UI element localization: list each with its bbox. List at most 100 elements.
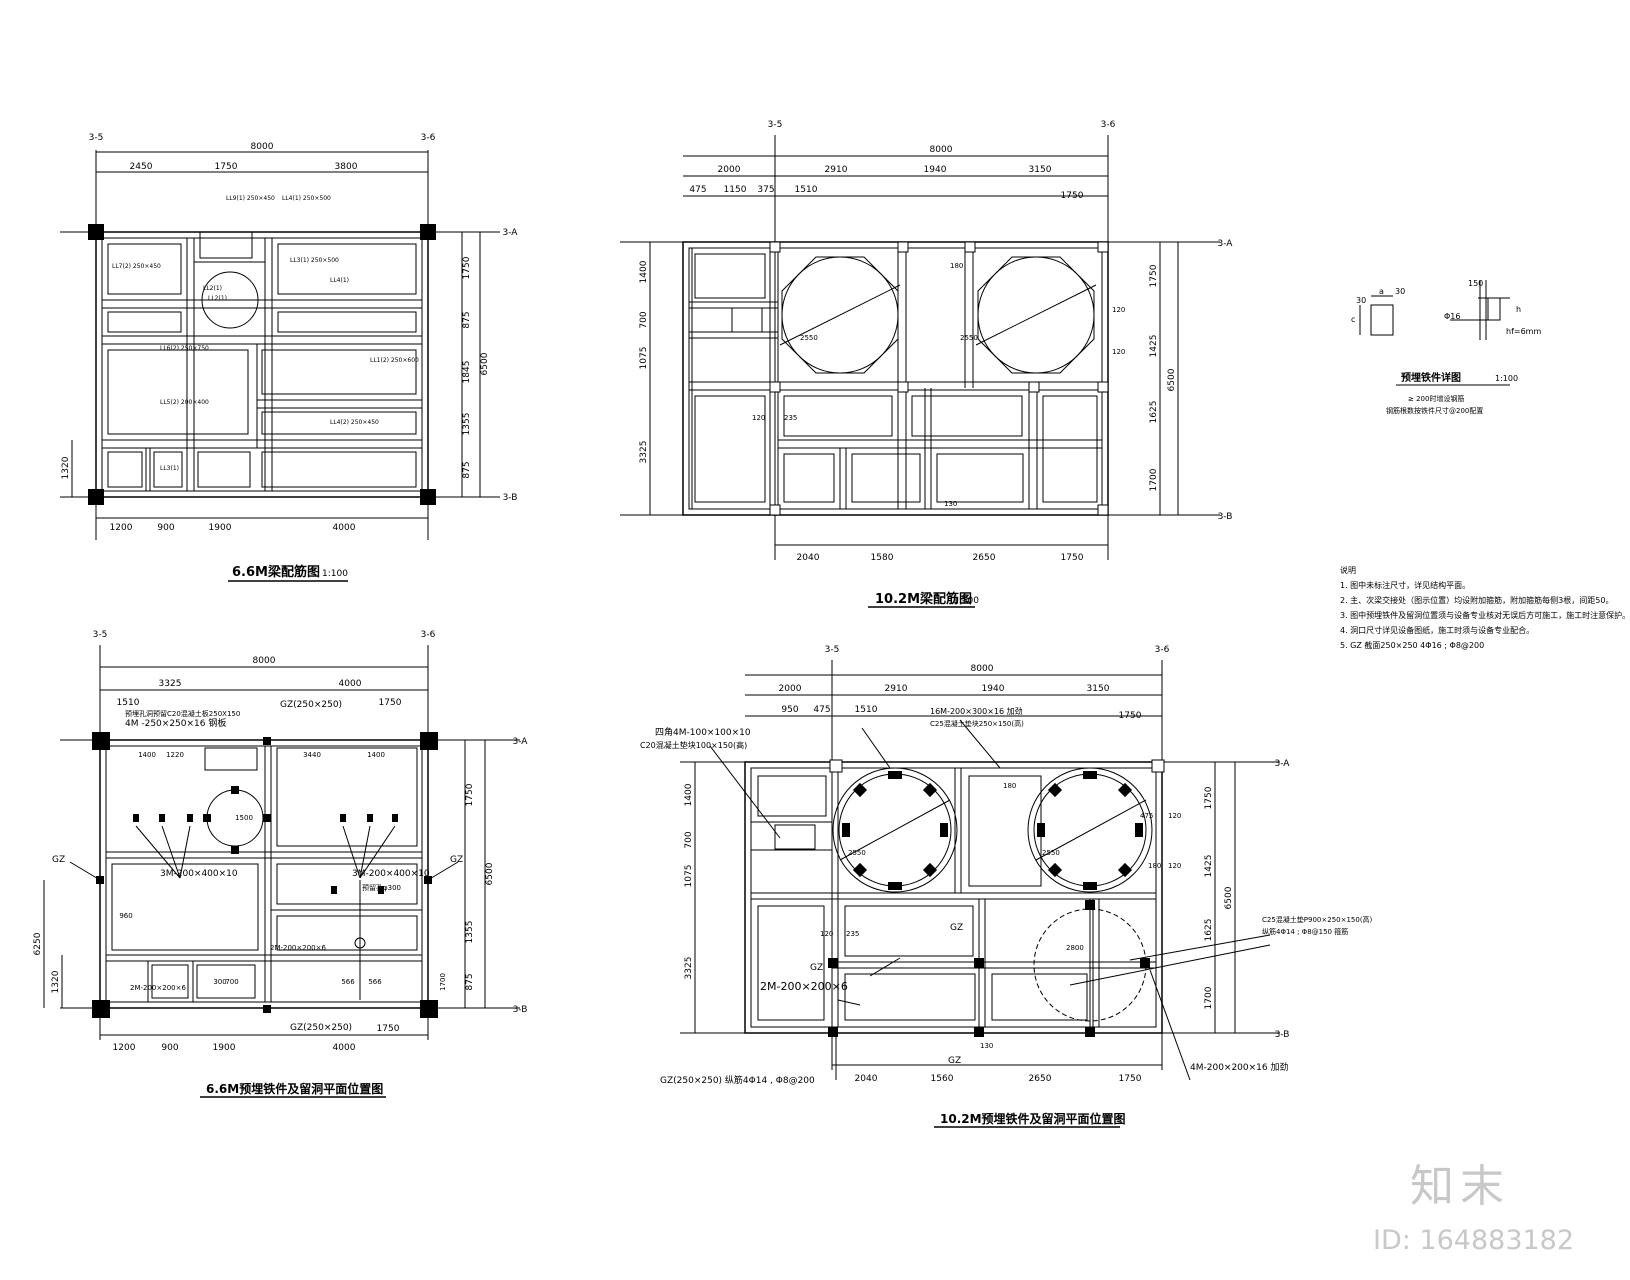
plan-b-top-dim: 2000 — [718, 165, 741, 175]
plan-c-labels: 4M -250×250×16 钢板 GZ(250×250) GZ GZ 3M-2… — [52, 700, 463, 1033]
plan-d-bottom-dim: 1750 — [1119, 1074, 1142, 1084]
plan-b-sub-dim: 1150 — [724, 185, 747, 195]
plan-a-right-dim: 1845 — [462, 361, 472, 384]
beam-label: LL6(2) 250×750 — [160, 345, 209, 352]
plan-b-left-dim: 3325 — [639, 441, 649, 464]
plan-b-grid-left: 3-5 — [768, 120, 783, 130]
plan-d-right-dim: 1425 — [1204, 855, 1214, 878]
plan-c-sub-dim: 1750 — [379, 698, 402, 708]
plan-d-top-dim: 2000 — [779, 684, 802, 694]
dim-label: 1400 — [138, 751, 156, 759]
plan-d-labels: 四角4M-100×100×10 C20混凝土垫块100×150(高) 16M-2… — [640, 706, 1373, 1086]
plan-d-overall-height: 6500 — [1224, 886, 1234, 909]
plan-b-sub-dim: 375 — [757, 185, 774, 195]
embed-label: C20混凝土垫块100×150(高) — [640, 740, 747, 750]
plan-d-overall-width: 8000 — [971, 664, 994, 674]
embed-label: 预留孔φ300 — [362, 883, 401, 892]
detail-dim: a — [1379, 287, 1384, 296]
beam-label: LL5(2) 200×400 — [160, 399, 209, 406]
note-item: 1. 图中未标注尺寸，详见结构平面。 — [1340, 581, 1471, 590]
plan-b-sub-dim: 1750 — [1061, 191, 1084, 201]
dim-label: 2800 — [1066, 944, 1084, 952]
plan-c-overall-width: 8000 — [253, 656, 276, 666]
plan-b-misc-dims: 120 235 180 130 2550 120 120 2550 — [752, 262, 1125, 508]
dim-label: 566 — [368, 978, 382, 986]
detail-dim: 150 — [1468, 279, 1483, 288]
embed-label: GZ — [52, 855, 65, 865]
embed-label: 3M-200×400×10 — [160, 869, 238, 879]
plan-a-right-dim: 875 — [462, 311, 472, 328]
plan-b-bottom-dim: 1580 — [871, 553, 894, 563]
plan-c-top-dim: 4000 — [339, 679, 362, 689]
detail-dim: 30 — [1395, 287, 1405, 296]
plan-b-right-dim: 1700 — [1149, 468, 1159, 491]
plan-c-left-dim: 6250 — [33, 932, 43, 955]
beam-label: LL9(1) 250×450 — [226, 195, 275, 202]
plan-c-right-dim: 1750 — [465, 783, 475, 806]
plan-a-grid-right: 3-6 — [421, 133, 436, 143]
embed-label: 2M-200×200×6 — [130, 984, 186, 992]
plan-d-grid-right: 3-6 — [1155, 645, 1170, 655]
plan-c-top-dim: 3325 — [159, 679, 182, 689]
embed-label: 2M-200×200×6 — [270, 944, 326, 952]
dim-label: 120 — [1112, 348, 1125, 356]
plan-a-overall-height: 6500 — [480, 352, 490, 375]
plan-d-sub-dim: 1750 — [1119, 711, 1142, 721]
embed-label: 四角4M-100×100×10 — [655, 726, 751, 738]
plan-a-scale: 1:100 — [322, 569, 348, 579]
plan-a-grid-left: 3-5 — [89, 133, 104, 143]
plan-d-bottom-dim: 2040 — [855, 1074, 878, 1084]
watermark-id: ID: 164883182 — [1373, 1225, 1575, 1256]
plan-d-top-dim: 1940 — [982, 684, 1005, 694]
plan-b-right-dim: 1750 — [1149, 264, 1159, 287]
plan-c-sub-dim: 1510 — [117, 698, 140, 708]
note-item: 2. 主、次梁交接处（图示位置）均设附加箍筋，附加箍筋每侧3根，间距50。 — [1340, 596, 1614, 605]
plan-d-right-dim: 1750 — [1204, 786, 1214, 809]
plan-d-title: 10.2M预埋铁件及留洞平面位置图 — [940, 1111, 1126, 1126]
plan-b-bottom-dim: 1750 — [1061, 553, 1084, 563]
plan-b-sub-dim: 475 — [689, 185, 706, 195]
embed-label: 3M-200×400×10 — [352, 869, 430, 879]
dim-label: 475 — [1140, 812, 1153, 820]
plan-a-grid-bottom: 3-B — [503, 493, 518, 503]
plan-d-right-dim: 1625 — [1204, 919, 1214, 942]
plan-a-bottom-dim: 1200 — [110, 523, 133, 533]
embed-label: GZ — [810, 963, 823, 973]
detail-title: 预埋铁件详图 — [1401, 371, 1461, 384]
plan-c-bottom-sub: 1750 — [377, 1024, 400, 1034]
plan-c-grid-left: 3-5 — [93, 630, 108, 640]
plan-d-embed-layout-10-2m — [680, 660, 1280, 1081]
plan-c-columns — [92, 732, 438, 1018]
plan-d-left-dim: 1400 — [684, 783, 694, 806]
plan-b-overall-width: 8000 — [930, 145, 953, 155]
plan-c-grid-right: 3-6 — [421, 630, 436, 640]
embed-label: 4M-200×200×16 加劲 — [1190, 1061, 1289, 1073]
plan-b-scale: 1:100 — [953, 596, 979, 606]
plan-a-bottom-dim: 900 — [157, 523, 174, 533]
plan-a-bottom-dim: 4000 — [333, 523, 356, 533]
dim-label: 120 — [752, 414, 765, 422]
dim-label: 130 — [944, 500, 957, 508]
embed-detail-sketch — [1359, 280, 1510, 340]
plan-a-text: 3-5 3-6 3-A 3-B 8000 2450 1750 3800 1200… — [61, 133, 518, 533]
plan-b-grid-bottom: 3-B — [1218, 512, 1233, 522]
dim-label: 130 — [980, 1042, 993, 1050]
dim-label: 120 — [1168, 862, 1181, 870]
plan-d-grid-left: 3-5 — [825, 645, 840, 655]
plan-b-right-dim: 1425 — [1149, 335, 1159, 358]
dim-label: 180 — [950, 262, 963, 270]
plan-a-top-dim: 3800 — [335, 162, 358, 172]
plan-c-right-dim: 1355 — [465, 921, 475, 944]
detail-dim: hf=6mm — [1506, 327, 1541, 336]
embed-label: GZ — [450, 855, 463, 865]
dim-label: 235 — [846, 930, 859, 938]
beam-label: LL3(1) — [160, 465, 179, 472]
plan-b-top-dim: 2910 — [825, 165, 848, 175]
note-item: 3. 图中预埋铁件及留洞位置须与设备专业核对无误后方可施工，施工时注意保护。 — [1340, 611, 1630, 620]
beam-label: LL3(1) 250×500 — [290, 257, 339, 264]
dim-label: 2550 — [800, 334, 818, 342]
dim-label: 1700 — [439, 973, 447, 991]
plan-a-columns — [88, 224, 436, 505]
plan-b-bottom-dim: 2650 — [973, 553, 996, 563]
